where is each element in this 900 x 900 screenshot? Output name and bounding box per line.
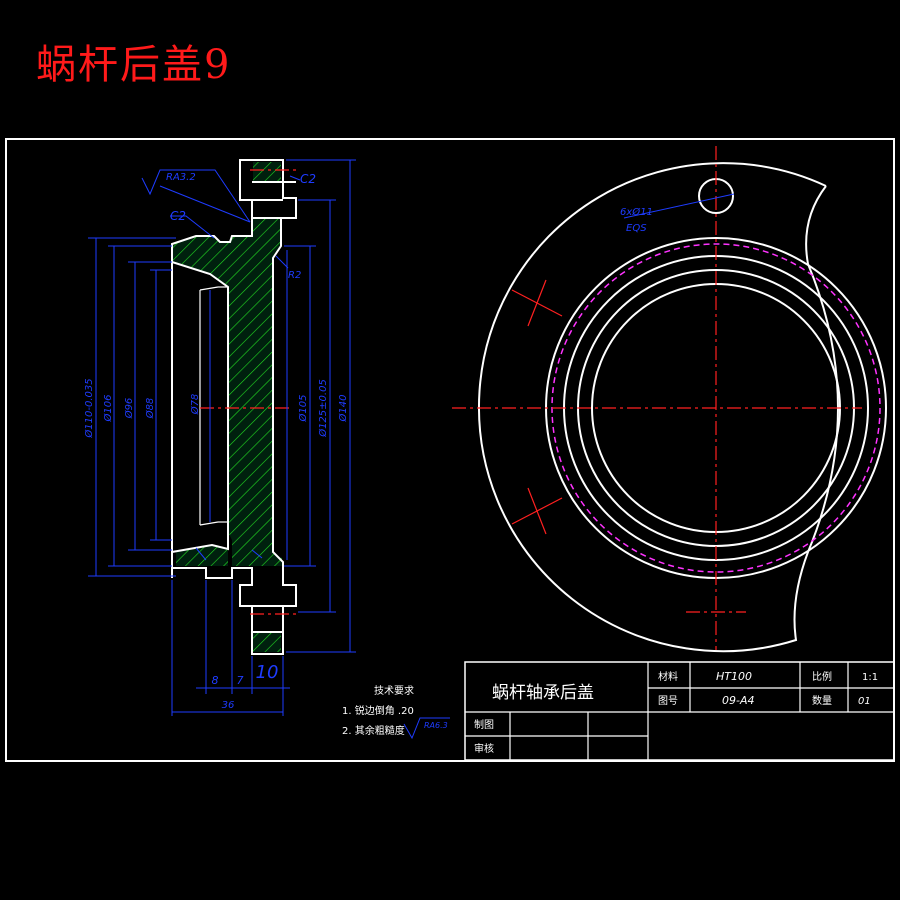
dim-d106: Ø106: [102, 395, 114, 423]
notes-roughness: RA6.3: [424, 721, 448, 730]
title-material-value: HT100: [716, 670, 752, 683]
chamfer-c2-left: C2: [170, 209, 186, 223]
title-material-label: 材料: [658, 670, 678, 683]
diameter-dimensions: Ø110-0.035 Ø106 Ø96 Ø88 Ø78 Ø105 Ø125±0.…: [83, 159, 356, 653]
notes-line-2: 2. 其余粗糙度: [342, 724, 405, 737]
dim-d105: Ø105: [297, 395, 309, 423]
drawing-frame: [5, 138, 895, 762]
section-hatch-flange-top: [253, 162, 281, 182]
section-hatch-body: [172, 218, 282, 566]
hole-sublabel: EQS: [626, 223, 647, 234]
dim-w8: 8: [212, 674, 219, 687]
bolt-markers: [511, 279, 563, 535]
title-drawing-no-label: 图号: [658, 695, 678, 707]
title-quantity-value: 01: [858, 696, 871, 707]
section-hatch-flange-bottom: [253, 632, 281, 652]
title-drawing-no-value: 09-A4: [722, 694, 755, 707]
title-designer-label: 制图: [474, 718, 494, 731]
chamfer-c2-top: C2: [300, 172, 316, 186]
dim-d88: Ø88: [144, 398, 156, 420]
title-scale-label: 比例: [812, 670, 832, 683]
title-part-name: 蜗杆轴承后盖: [492, 683, 594, 703]
title-scale-value: 1:1: [862, 672, 878, 683]
dim-d110: Ø110-0.035: [83, 378, 95, 438]
section-outline: [171, 159, 297, 655]
hole-label: 6xØ11: [620, 206, 653, 218]
dim-d140: Ø140: [337, 395, 349, 423]
roughness-ra32: RA3.2: [166, 172, 196, 183]
page-title: 蜗杆后盖9: [36, 42, 232, 88]
section-annotations: RA3.2 C2 C2 R2: [141, 169, 316, 561]
bevel-r2: R2: [288, 270, 301, 281]
title-quantity-label: 数量: [812, 694, 832, 707]
title-block: 蜗杆轴承后盖 材料 HT100 比例 1:1 图号 09-A4 数量 01 制图…: [464, 661, 895, 761]
dim-d78: Ø78: [189, 394, 201, 416]
dim-d96: Ø96: [123, 398, 135, 420]
section-view: Ø110-0.035 Ø106 Ø96 Ø88 Ø78 Ø105 Ø125±0.…: [83, 159, 356, 716]
front-view: 6xØ11 EQS: [452, 146, 887, 653]
dim-w10: 10: [256, 662, 279, 683]
technical-notes: 技术要求 1. 锐边倒角 .20 2. 其余粗糙度 RA6.3: [342, 684, 450, 740]
notes-title: 技术要求: [374, 684, 414, 697]
dim-w7: 7: [237, 674, 244, 687]
dim-d125: Ø125±0.05: [317, 379, 329, 438]
title-reviewer-label: 审核: [474, 742, 494, 755]
front-outer-contour: [477, 162, 840, 653]
dim-w36: 36: [222, 700, 235, 711]
notes-line-1: 1. 锐边倒角 .20: [342, 704, 414, 717]
width-dimensions: 8 7 10 36: [171, 580, 290, 716]
